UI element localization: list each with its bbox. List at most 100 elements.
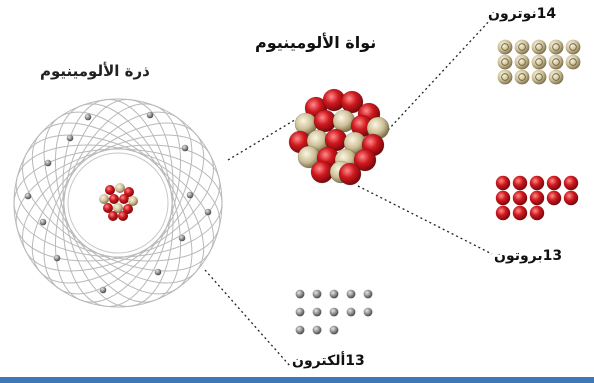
proton [546, 190, 562, 206]
electron [329, 289, 339, 299]
proton [546, 175, 562, 191]
neutron-ring [518, 73, 526, 81]
connector-nucleus-to-neutrons [387, 17, 493, 131]
proton [103, 203, 113, 213]
neutron [497, 54, 513, 70]
neutron [99, 194, 109, 204]
atom-label: ذرة الألومينيوم [40, 62, 150, 80]
neutron [565, 54, 581, 70]
neutron-ring [535, 43, 543, 51]
proton-grid [495, 175, 579, 221]
electron [99, 286, 107, 294]
electron [66, 134, 74, 142]
electron [363, 307, 373, 317]
neutron-ring [552, 43, 560, 51]
atom-nucleus-small [99, 183, 138, 221]
electron [295, 307, 305, 317]
neutron-grid [497, 39, 581, 85]
proton [109, 194, 119, 204]
electron [39, 218, 47, 226]
proton [563, 190, 579, 206]
electron [204, 208, 212, 216]
neutron [115, 183, 125, 193]
electron [44, 159, 52, 167]
proton [119, 194, 129, 204]
electron [346, 307, 356, 317]
electron [329, 325, 339, 335]
electron [312, 289, 322, 299]
proton [529, 175, 545, 191]
orbit-electrons [24, 111, 212, 294]
proton [338, 162, 362, 186]
proton [529, 190, 545, 206]
neutron [531, 39, 547, 55]
neutron-ring [552, 73, 560, 81]
neutron-ring [552, 58, 560, 66]
neutron [514, 54, 530, 70]
electron [24, 192, 32, 200]
connector-atom-to-nucleus [227, 117, 299, 161]
neutron [548, 39, 564, 55]
proton [512, 205, 528, 221]
neutron-ring [535, 58, 543, 66]
proton [563, 175, 579, 191]
neutron [548, 54, 564, 70]
neutron-ring [569, 58, 577, 66]
neutron-ring [569, 43, 577, 51]
proton [512, 175, 528, 191]
proton [118, 211, 128, 221]
proton [105, 185, 115, 195]
electron-grid [295, 289, 373, 335]
neutron-ring [535, 73, 543, 81]
neutron [497, 69, 513, 85]
electron [84, 113, 92, 121]
electron [181, 144, 189, 152]
neutron [497, 39, 513, 55]
proton [495, 205, 511, 221]
electron [312, 325, 322, 335]
electron [363, 289, 373, 299]
proton [340, 90, 364, 114]
connector-lines [204, 17, 493, 367]
nucleus-label: نواة الألومينيوم [255, 33, 377, 52]
bottom-bar [0, 377, 594, 383]
neutron [113, 203, 123, 213]
neutron [531, 69, 547, 85]
neutron [128, 196, 138, 206]
electron [53, 254, 61, 262]
connector-nucleus-to-protons [357, 185, 493, 255]
neutron-ring [501, 58, 509, 66]
proton [495, 190, 511, 206]
neutron [565, 39, 581, 55]
neutrons-label: 14نوترون [488, 6, 557, 22]
electron-orbits [13, 98, 223, 308]
connector-atom-to-electrons [204, 269, 291, 367]
outer-orbit-circle [13, 98, 223, 308]
electron [146, 111, 154, 119]
proton [495, 175, 511, 191]
electron [295, 325, 305, 335]
electron [312, 307, 322, 317]
neutron-ring [501, 73, 509, 81]
protons-label: 13بروتون [494, 248, 563, 264]
proton [529, 205, 545, 221]
electron [295, 289, 305, 299]
neutron [531, 54, 547, 70]
electron [178, 234, 186, 242]
electron [329, 307, 339, 317]
proton [512, 190, 528, 206]
electron [186, 191, 194, 199]
neutron-ring [501, 43, 509, 51]
neutron [548, 69, 564, 85]
proton [108, 211, 118, 221]
neutron-ring [518, 43, 526, 51]
neutron [514, 39, 530, 55]
aluminum-nucleus [288, 88, 390, 186]
proton [353, 148, 377, 172]
electron [346, 289, 356, 299]
electron [154, 268, 162, 276]
proton [124, 187, 134, 197]
electrons-label: 13ألكترون [292, 353, 365, 369]
neutron [514, 69, 530, 85]
